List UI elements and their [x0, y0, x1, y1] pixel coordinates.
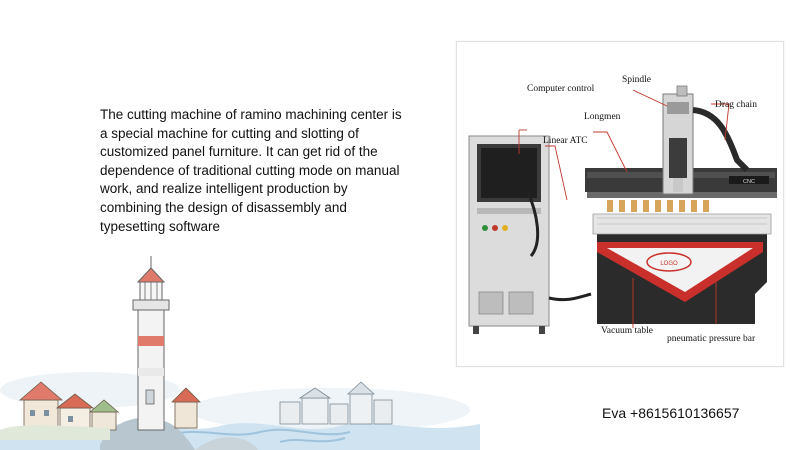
houses-right: [171, 381, 393, 429]
houses-left: [0, 381, 120, 440]
callout-longmen: Longmen: [584, 112, 621, 122]
svg-text:LOGO: LOGO: [660, 261, 678, 267]
callout-drag-chain: Drag chain: [715, 100, 757, 110]
linear-atc-tools: [607, 200, 709, 212]
svg-text:CNC: CNC: [743, 179, 755, 185]
callout-lines: [518, 89, 730, 328]
description-text: The cutting machine of ramino machining …: [100, 107, 402, 234]
lighthouse-illustration: [0, 256, 480, 450]
callout-linear-atc: Linear ATC: [543, 136, 588, 146]
contact-text: Eva +8615610136657: [602, 405, 740, 421]
callout-pneumatic-pressure-bar: pneumatic pressure bar: [667, 334, 756, 344]
callout-spindle: Spindle: [622, 75, 652, 85]
callout-computer-control: Computer control: [527, 84, 595, 94]
machine-photo: LOGO CNC: [456, 41, 784, 367]
lighthouse: [132, 256, 170, 431]
callout-vacuum-table: Vacuum table: [601, 326, 653, 336]
cnc-machine-illustration: LOGO CNC: [468, 85, 777, 334]
